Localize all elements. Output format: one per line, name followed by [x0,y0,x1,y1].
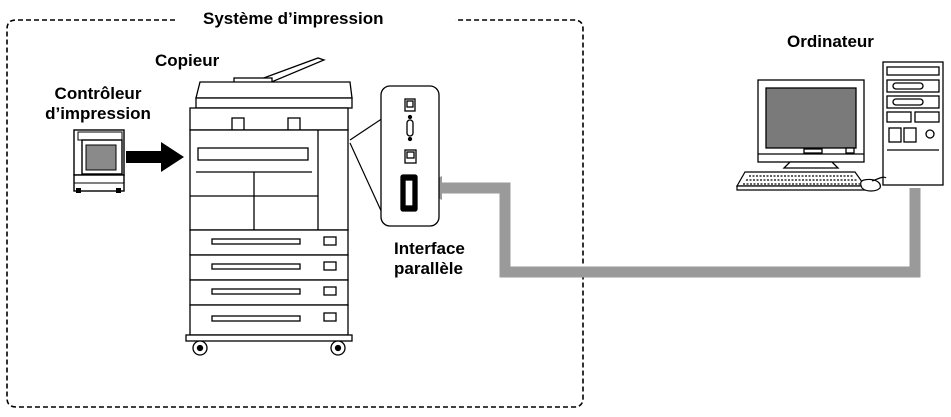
parallel-interface-label: Interface parallèle [394,239,465,279]
print-controller-device [73,129,125,193]
parallel-interface-label-line2: parallèle [394,259,463,278]
callout-line-bottom [349,142,384,216]
print-controller-label: Contrôleur d’impression [28,84,168,124]
computer-monitor [757,79,865,169]
print-system-title: Système d’impression [203,9,384,28]
callout-line-top [349,117,384,141]
controller-to-copier-arrow [126,142,184,172]
copier-device [185,57,353,356]
parallel-interface-label-line1: Interface [394,239,465,258]
computer-keyboard [735,171,867,191]
computer-tower [882,61,944,186]
computer-mouse [860,176,887,192]
print-system-boundary [6,19,584,408]
copier-label: Copieur [155,51,220,70]
print-controller-label-line2: d’impression [45,104,151,123]
parallel-cable [440,182,921,278]
computer-label: Ordinateur [787,32,874,51]
interface-panel [380,85,440,227]
print-controller-label-line1: Contrôleur [54,84,142,103]
